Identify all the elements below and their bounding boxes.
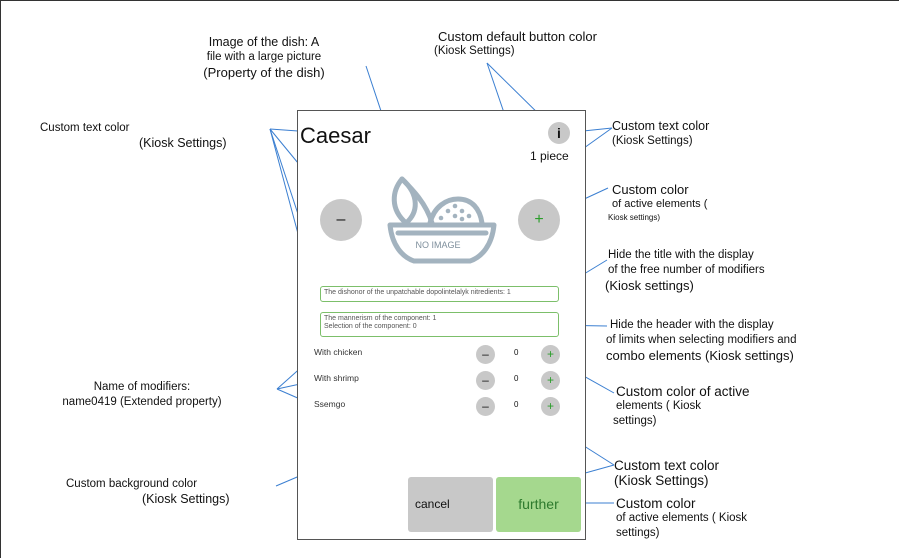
annotation-line: (Property of the dish) [203,65,325,80]
annotation-line: (Kiosk Settings) [612,135,693,147]
kiosk-dish-card: Caesar i 1 piece – + NO IMAGE The dishon… [297,110,586,540]
callout-line-text-left-1 [269,128,299,132]
decrease-quantity-button[interactable]: – [320,199,362,241]
annotation-active-elements-bottom: Custom color of active elements ( Kiosk … [616,496,747,541]
annotation-text-color-right: Custom text color (Kiosk Settings) [612,119,709,149]
modifier-increase-button[interactable]: + [541,345,560,364]
increase-quantity-button[interactable]: + [518,199,560,241]
info-button[interactable]: i [548,122,570,144]
further-button[interactable]: further [496,477,581,532]
annotation-text-color-left: Custom text color (Kiosk Settings) [40,121,227,151]
annotation-line: file with a large picture [206,51,322,63]
modifier-name: Ssemgo [314,399,346,409]
annotation-line: combo elements (Kiosk settings) [606,348,794,363]
annotation-line: (Kiosk Settings) [614,473,709,488]
annotation-line: Custom default button color [438,29,597,44]
annotation-line: Custom color [616,496,696,511]
modifier-count: 0 [514,348,519,357]
annotation-line: settings) [616,527,660,539]
annotation-default-button-color: Custom default button color (Kiosk Setti… [434,29,597,59]
annotation-line: of active elements ( Kiosk [616,512,748,524]
annotation-text-color-bottom: Custom text color (Kiosk Settings) [614,458,719,488]
modifier-row: Ssemgo – 0 + [314,397,564,417]
annotation-modifier-names: Name of modifiers: name0419 (Extended pr… [44,380,240,410]
modifier-name: With chicken [314,347,363,357]
annotation-line: (Kiosk settings) [605,278,694,293]
modifier-count: 0 [514,374,519,383]
modifier-decrease-button[interactable]: – [476,345,495,364]
annotation-line: settings) [613,415,657,427]
modifier-name: With shrimp [314,373,359,383]
annotation-line: of the free number of modifiers [608,264,765,276]
modifier-decrease-button[interactable]: – [476,397,495,416]
cancel-button[interactable]: cancel [408,477,493,532]
annotation-line: Custom text color [614,458,720,473]
modifier-row: With chicken – 0 + [314,345,564,365]
annotation-line: (Kiosk Settings) [142,492,230,506]
annotation-line: (Kiosk Settings) [434,45,515,57]
modifier-increase-button[interactable]: + [541,397,560,416]
annotation-line: name0419 (Extended property) [62,396,222,408]
limits-line-2: Selection of the component: 0 [324,323,417,330]
annotation-line: Kiosk settings) [608,213,661,222]
dish-placeholder-icon [387,176,497,264]
annotation-line: Custom color [612,182,689,197]
annotation-line: Hide the title with the display [608,249,754,261]
annotation-active-elements-top: Custom color of active elements ( Kiosk … [608,182,708,223]
annotation-line: of limits when selecting modifiers and [606,334,797,346]
modifier-decrease-button[interactable]: – [476,371,495,390]
annotation-background-color: Custom background color (Kiosk Settings) [66,477,230,507]
selection-limits-header: The mannerism of the component: 1 Select… [320,312,559,337]
annotation-line: Image of the dish: A [208,35,320,49]
quantity-label: 1 piece [530,149,569,163]
modifier-row: With shrimp – 0 + [314,371,564,391]
annotation-line: Custom color of active [616,384,750,399]
annotation-line: Custom background color [66,478,198,490]
annotation-active-elements-mid: Custom color of active elements ( Kiosk … [613,384,750,429]
no-image-label: NO IMAGE [415,240,461,250]
limits-line-1: The mannerism of the component: 1 [324,315,437,322]
free-modifiers-title: The dishonor of the unpatchable dopolint… [320,286,559,302]
annotation-line: elements ( Kiosk [616,400,702,412]
annotation-line: Hide the header with the display [610,319,774,331]
dish-title: Caesar [300,123,371,148]
annotation-line: Custom text color [612,119,710,133]
annotation-hide-header: Hide the header with the display of limi… [606,318,796,363]
modifier-increase-button[interactable]: + [541,371,560,390]
modifier-count: 0 [514,400,519,409]
annotation-hide-title: Hide the title with the display of the f… [605,248,765,293]
annotation-line: Custom text color [40,122,130,134]
annotation-dish-image: Image of the dish: A file with a large p… [176,35,352,80]
annotation-line: of active elements ( [612,198,708,210]
annotation-line: (Kiosk Settings) [139,136,227,150]
annotation-line: Name of modifiers: [93,381,191,393]
